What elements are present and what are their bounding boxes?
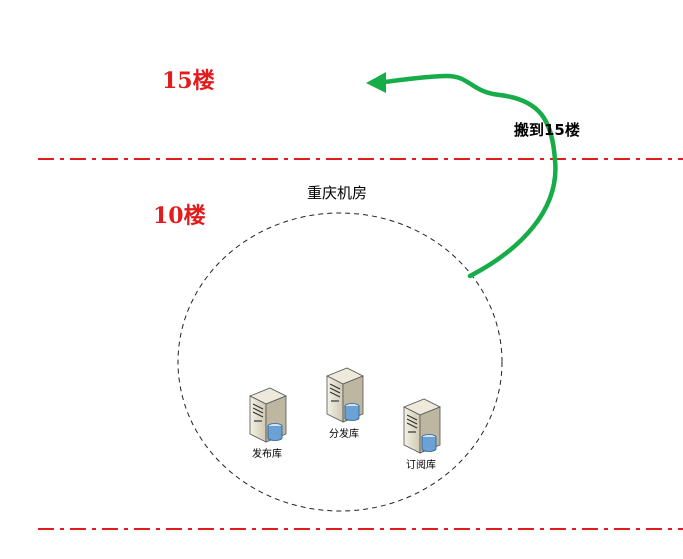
database-server-icon (323, 366, 383, 424)
database-server-icon (400, 397, 460, 455)
server-label: 订阅库 (406, 460, 436, 471)
server-distribute: 分发库 (323, 366, 383, 440)
move-arrow-path (382, 73, 558, 279)
floor-15-label: 15楼 (162, 68, 215, 94)
server-label: 分发库 (329, 429, 359, 440)
server-subscribe: 订阅库 (400, 397, 460, 471)
machine-room-boundary (177, 212, 503, 512)
server-label: 发布库 (252, 449, 282, 460)
floor-10-label: 10楼 (153, 203, 206, 229)
machine-room-label: 重庆机房 (307, 184, 368, 202)
move-arrow-label: 搬到15楼 (514, 121, 580, 139)
server-publish: 发布库 (246, 386, 306, 460)
database-server-icon (246, 386, 306, 444)
move-arrow-head (366, 72, 386, 93)
